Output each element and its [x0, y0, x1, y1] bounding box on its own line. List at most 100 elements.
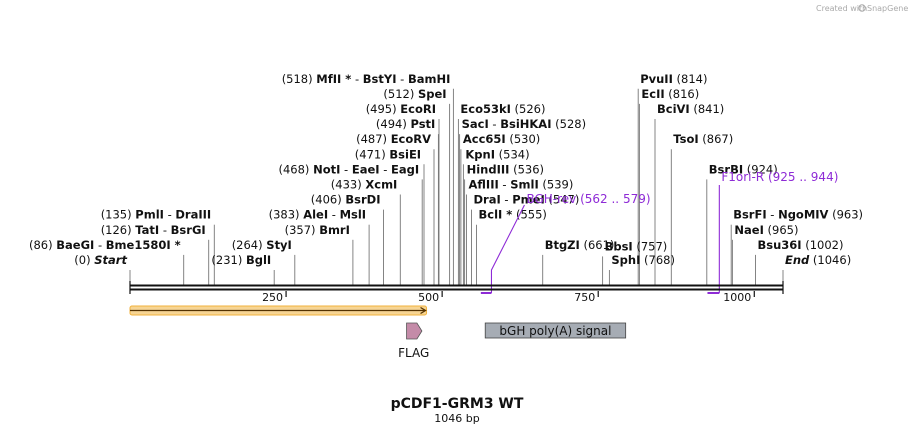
- credit-prefix: Created with: [816, 4, 867, 13]
- tick-750-label: 750: [574, 291, 595, 304]
- naei-site-position: (965): [764, 223, 799, 237]
- bgh-rev-primer-range: (562 .. 579): [576, 192, 650, 206]
- flag-feature: FLAG: [398, 322, 429, 360]
- tati-site-position: (126): [101, 223, 136, 237]
- bmri-enzyme-name: BmrI: [319, 223, 350, 237]
- ecii-enzyme-name: EcII: [641, 87, 664, 101]
- baegi-site-separator: -: [94, 238, 105, 252]
- snapgene-logo-icon: [858, 4, 866, 12]
- bsrgi-enzyme-name: BsrGI: [171, 223, 206, 237]
- ecorv-enzyme-name: EcoRV: [391, 132, 431, 146]
- f1ori-r-primer-name: F1ori-R: [721, 170, 764, 184]
- alei-site-separator: -: [328, 208, 339, 222]
- drai-site-separator: -: [501, 193, 512, 207]
- credit-brand: SnapGene: [867, 4, 908, 13]
- mfii-site-separator: -: [351, 72, 362, 86]
- pmli-site-separator: -: [164, 208, 175, 222]
- bmri-site-position: (357): [285, 223, 320, 237]
- afliii-site-position: (539): [539, 178, 574, 192]
- acc65i-enzyme-name: Acc65I: [463, 132, 506, 146]
- orf-feature: [129, 305, 428, 316]
- mfii-site-separator: -: [397, 72, 408, 86]
- f1ori-r-primer-range: (925 .. 944): [764, 170, 838, 184]
- ecii-site-label: EcII (816): [641, 87, 699, 101]
- bsrfi-site-separator: -: [767, 208, 778, 222]
- saci-site-label: SacI - BsiHKAI (528): [462, 117, 586, 131]
- bcivi-site-position: (841): [690, 102, 725, 116]
- mfii-site-position: (518): [282, 72, 317, 86]
- btgzi-site-label: BtgZI (661): [545, 238, 615, 252]
- bsrdi-enzyme-name: BsrDI: [345, 193, 380, 207]
- bcli-enzyme-name: BclI *: [479, 208, 513, 222]
- ecori-enzyme-name: EcoRI: [400, 102, 436, 116]
- flag-feature-label: FLAG: [398, 346, 429, 360]
- alei-enzyme-name: AleI: [303, 208, 328, 222]
- noti-site-separator: -: [340, 162, 351, 176]
- btgzi-site-position: (661): [580, 238, 615, 252]
- flag-feature-arrow: [406, 322, 423, 340]
- eco53ki-site-position: (526): [511, 102, 546, 116]
- tick-1000-label: 1000: [723, 291, 751, 304]
- ecorv-site-position: (487): [356, 132, 391, 146]
- ngomiv-enzyme-name: NgoMIV: [778, 208, 828, 222]
- eagi-enzyme-name: EagI: [391, 162, 419, 176]
- bbsi-enzyme-name: BbsI: [605, 239, 633, 253]
- bme1580i-enzyme-name: Bme1580I *: [106, 238, 181, 252]
- bsiei-site-label: (471) BsiEI: [355, 147, 421, 161]
- bsrfi-site-label: BsrFI - NgoMIV (963): [733, 208, 863, 222]
- features: FLAG bGH poly(A) signal: [129, 305, 627, 360]
- afliii-site-separator: -: [499, 178, 510, 192]
- bsrfi-enzyme-name: BsrFI: [733, 208, 766, 222]
- noti-enzyme-name: NotI: [313, 162, 340, 176]
- sphi-enzyme-name: SphI: [611, 253, 640, 267]
- bgh-poly-a-signal-feature-box: [484, 322, 627, 339]
- noti-site-separator: -: [380, 162, 391, 176]
- btgzi-enzyme-name: BtgZI: [545, 238, 580, 252]
- spei-enzyme-name: SpeI: [418, 87, 447, 101]
- baegi-site-position: (86): [29, 238, 56, 252]
- bsrdi-site-position: (406): [311, 193, 346, 207]
- tick-250-label: 250: [262, 291, 283, 304]
- mfii-enzyme-name: MfII *: [316, 72, 351, 86]
- xcmi-enzyme-name: XcmI: [365, 178, 397, 192]
- eaei-enzyme-name: EaeI: [352, 162, 380, 176]
- bsrfi-site-position: (963): [828, 208, 863, 222]
- bsrbi-site-label: BsrBI (924): [709, 162, 778, 176]
- bmri-site-label: (357) BmrI: [285, 223, 350, 237]
- spei-site-label: (512) SpeI: [383, 87, 446, 101]
- kpni-enzyme-name: KpnI: [465, 147, 495, 161]
- kpni-site-position: (534): [495, 147, 530, 161]
- draiii-enzyme-name: DraIII: [175, 208, 211, 222]
- start-site-position: (0): [74, 253, 94, 267]
- bsu36i-site-position: (1002): [802, 238, 844, 252]
- mfii-site-label: (518) MfII * - BstYI - BamHI: [282, 72, 451, 86]
- eco53ki-enzyme-name: Eco53kI: [460, 102, 511, 116]
- cut-site-labels: (0) Start(86) BaeGI - Bme1580I *(126) Ta…: [29, 72, 863, 267]
- bsu36i-enzyme-name: Bsu36I: [758, 238, 802, 252]
- pvuii-site-label: PvuII (814): [640, 72, 707, 86]
- smli-enzyme-name: SmlI: [510, 178, 539, 192]
- ecori-site-position: (495): [366, 102, 401, 116]
- bgh-rev-primer: BGH-rev (562 .. 579): [480, 192, 651, 294]
- pvuii-site-position: (814): [673, 72, 708, 86]
- bgh-rev-primer-name: BGH-rev: [526, 192, 576, 206]
- alei-site-label: (383) AleI - MslI: [269, 208, 367, 222]
- primers: BGH-rev (562 .. 579) F1ori-R (925 .. 944): [480, 170, 838, 294]
- naei-enzyme-name: NaeI: [734, 223, 763, 237]
- plasmid-size: 1046 bp: [434, 412, 479, 425]
- afliii-enzyme-name: AflIII: [469, 178, 499, 192]
- hindiii-enzyme-name: HindIII: [467, 162, 510, 176]
- bcli-site-label: BclI * (555): [479, 208, 547, 222]
- bcivi-site-label: BciVI (841): [657, 102, 724, 116]
- bsrbi-site-position: (924): [743, 162, 778, 176]
- drai-enzyme-name: DraI: [474, 193, 501, 207]
- xcmi-site-label: (433) XcmI: [331, 178, 398, 192]
- psti-site-label: (494) PstI: [376, 117, 435, 131]
- sphi-site-label: SphI (768): [611, 253, 675, 267]
- pmei-enzyme-name: PmeI: [512, 193, 545, 207]
- bgh-poly-a-signal-feature: bGH poly(A) signal: [484, 322, 627, 339]
- drai-site-label: DraI - PmeI (547): [474, 193, 580, 207]
- afliii-site-label: AflIII - SmlI (539): [469, 178, 574, 192]
- baegi-site-label: (86) BaeGI - Bme1580I *: [29, 238, 181, 252]
